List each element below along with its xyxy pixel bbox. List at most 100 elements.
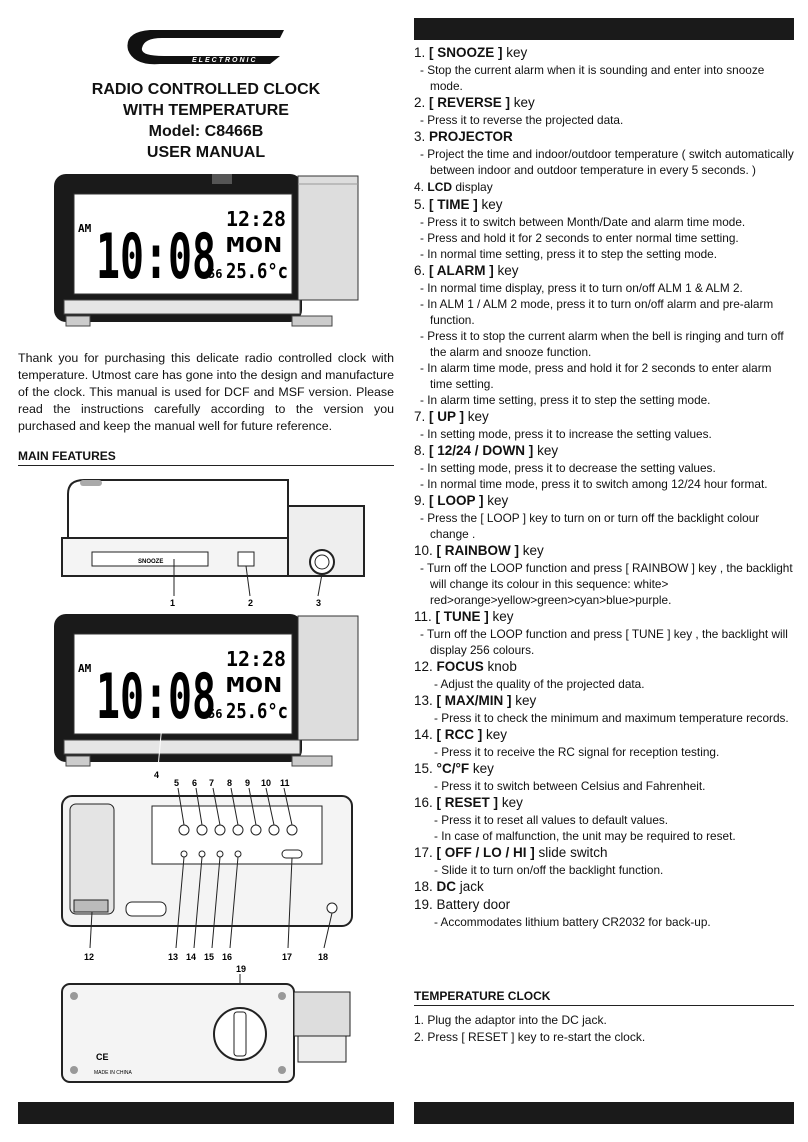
feature-title: FOCUS [436, 659, 484, 674]
feature-title: [ 12/24 / DOWN ] [429, 443, 534, 458]
feature-list: 1. [ SNOOZE ] key- Stop the current alar… [414, 44, 794, 930]
feature-suffix: key [533, 443, 559, 458]
feature-heading: 5. [ TIME ] key [414, 196, 794, 214]
lcd2-temp: 25.6°c [226, 699, 288, 723]
feature-suffix: slide switch [534, 845, 608, 860]
feature-title: [ ALARM ] [429, 263, 494, 278]
feature-heading: 6. [ ALARM ] key [414, 262, 794, 280]
lcd2-ampm: AM [78, 662, 92, 675]
feature-description: - Press it to reset all values to defaul… [434, 813, 669, 827]
feature-suffix: display [452, 180, 493, 194]
feature-suffix: key [483, 493, 509, 508]
lcd2-day: MON [226, 673, 282, 697]
feature-heading: 10. [ RAINBOW ] key [414, 542, 794, 560]
clock-top-view-diagram: SNOOZE 1 2 3 [61, 479, 365, 608]
lcd-signal: 56 [208, 267, 222, 281]
feature-suffix: key [502, 45, 528, 60]
feature-suffix: key [482, 727, 508, 742]
feature-description: - In setting mode, press it to increase … [420, 427, 712, 441]
feature-title: [ SNOOZE ] [429, 45, 503, 60]
feature-heading: 2. [ REVERSE ] key [414, 94, 794, 112]
feature-item: 8. [ 12/24 / DOWN ] key - In setting mode… [414, 442, 794, 492]
callout-19: 19 [236, 964, 246, 974]
feature-suffix: key [469, 761, 494, 776]
title-line-4: USER MANUAL [146, 144, 266, 161]
temp-step-1: 1. Plug the adaptor into the DC jack. [414, 1013, 607, 1027]
feature-description: - Project the time and indoor/outdoor te… [420, 147, 794, 177]
feature-title: [ RCC ] [436, 727, 483, 742]
feature-title: [ RESET ] [436, 795, 499, 810]
feature-suffix: knob [483, 659, 517, 674]
callout-12: 12 [84, 952, 94, 962]
feature-number: 16. [414, 795, 433, 810]
feature-suffix: key [511, 693, 537, 708]
callout-15: 15 [204, 952, 214, 962]
title-line-3: Model: C8466B [148, 123, 264, 140]
feature-suffix: Battery door [436, 897, 511, 912]
feature-description: - Press it to switch between Celsius and… [434, 779, 706, 793]
feature-description: - In setting mode, press it to decrease … [420, 461, 716, 475]
main-features-heading: MAIN FEATURES [18, 449, 394, 466]
feature-suffix: key [510, 95, 535, 110]
feature-description: - Press and hold it for 2 seconds to ent… [420, 231, 739, 245]
feature-number: 9. [414, 493, 426, 508]
feature-item: 6. [ ALARM ] key- In normal time display… [414, 262, 794, 408]
callout-11: 11 [280, 778, 290, 788]
feature-description: - Press it to switch between Month/Date … [420, 215, 746, 229]
feature-heading: 19. Battery door [414, 896, 794, 914]
feature-number: 14. [414, 727, 433, 742]
lcd2-small-time: 12:28 [226, 647, 286, 671]
feature-item: 1. [ SNOOZE ] key- Stop the current alar… [414, 44, 794, 94]
feature-number: 8. [414, 443, 426, 458]
brand-logo: CHUNG'S ELECTRONIC [127, 30, 284, 65]
feature-description: - Press it to reverse the projected data… [420, 113, 624, 127]
feature-heading: 11. [ TUNE ] key [414, 608, 794, 626]
feature-suffix: key [498, 795, 523, 810]
feature-number: 17. [414, 845, 433, 860]
callout-1: 1 [170, 598, 175, 608]
lcd-time: 10:08 [96, 220, 216, 293]
feature-description: - Accommodates lithium battery CR2032 fo… [434, 915, 711, 929]
intro-paragraph: Thank you for purchasing this delicate r… [18, 351, 394, 433]
lcd2-time: 10:08 [96, 660, 216, 733]
callout-16: 16 [222, 952, 232, 962]
feature-title: DC [436, 879, 457, 894]
brand-text: CHUNG'S [168, 38, 246, 57]
feature-number: 2. [414, 95, 426, 110]
feature-item: 16. [ RESET ] key - Press it to reset all… [414, 794, 794, 844]
feature-suffix: key [519, 543, 544, 558]
manual-title: RADIO CONTROLLED CLOCK WITH TEMPERATURE … [18, 79, 394, 163]
feature-number: 15. [414, 761, 433, 776]
clock-front-image: AM 10:08 12:28 MON 56 25.6°c [54, 174, 359, 327]
footer-bar-right [414, 1102, 794, 1124]
callout-17: 17 [282, 952, 292, 962]
feature-title: [ TIME ] [429, 197, 478, 212]
feature-number: 19. [414, 897, 433, 912]
feature-number: 13. [414, 693, 433, 708]
feature-description: - Press it to check the minimum and maxi… [434, 711, 789, 725]
feature-item: 12. FOCUS knob- Adjust the quality of th… [414, 658, 794, 692]
feature-description: - In alarm time mode, press and hold it … [420, 361, 772, 391]
feature-number: 12. [414, 659, 433, 674]
snooze-button-label: SNOOZE [138, 559, 163, 565]
feature-description: - Press it to receive the RC signal for … [434, 745, 720, 759]
feature-title: [ REVERSE ] [429, 95, 511, 110]
feature-suffix: jack [456, 879, 484, 894]
feature-item: 19. Battery door- Accommodates lithium b… [414, 896, 794, 930]
clock-front-image-2: AM 10:08 12:28 MON 56 25.6°c 4 [54, 614, 359, 780]
feature-suffix: key [493, 263, 519, 278]
feature-heading: 4. LCD display [414, 178, 794, 196]
feature-suffix: key [464, 409, 489, 424]
feature-title: [ OFF / LO / HI ] [436, 845, 535, 860]
feature-title: PROJECTOR [429, 129, 513, 144]
feature-item: 2. [ REVERSE ] key- Press it to reverse … [414, 94, 794, 128]
feature-title: [ UP ] [429, 409, 465, 424]
feature-title: LCD [427, 180, 453, 194]
feature-description: - Press it to stop the current alarm whe… [420, 329, 784, 359]
header-bar-right [414, 18, 794, 40]
feature-title: [ MAX/MIN ] [436, 693, 512, 708]
feature-item: 7. [ UP ] key- In setting mode, press it… [414, 408, 794, 442]
callout-7: 7 [209, 778, 214, 788]
feature-heading: 3. PROJECTOR [414, 128, 794, 146]
feature-number: 10. [414, 543, 433, 558]
